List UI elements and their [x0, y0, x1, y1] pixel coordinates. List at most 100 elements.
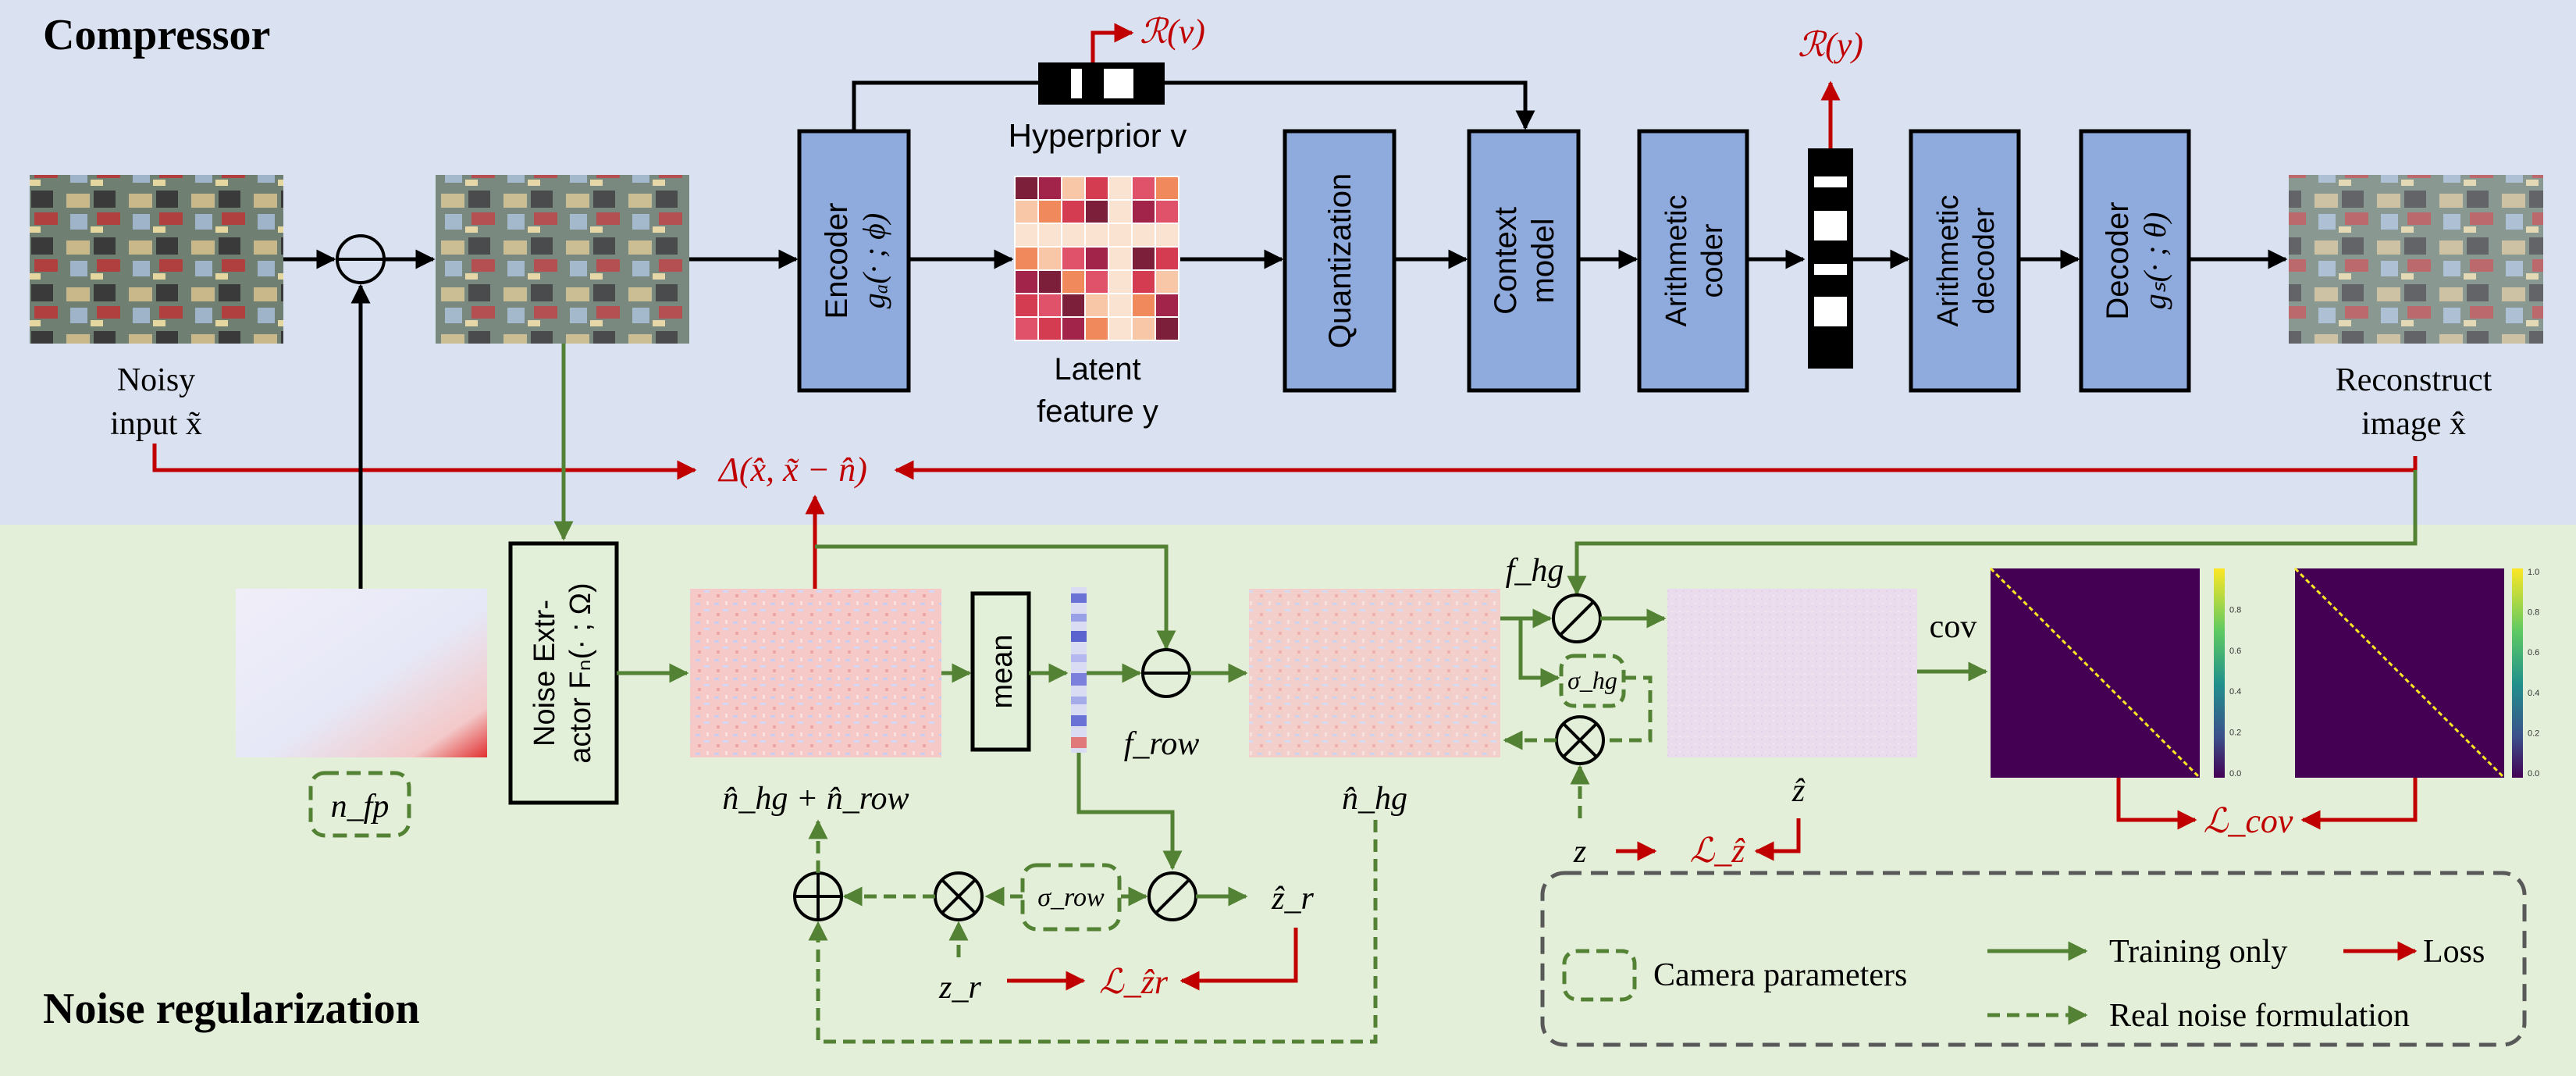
latent-cell	[1084, 246, 1109, 271]
reconstruct-label-2: image x̂	[2361, 406, 2466, 442]
latent-cell	[1084, 316, 1109, 341]
legend-loss: Loss	[2423, 934, 2485, 970]
noise-extractor-block	[508, 541, 619, 805]
latent-cell	[1061, 199, 1086, 224]
zhat-noise-map	[1667, 589, 1917, 757]
legend-camera-parameters: Camera parameters	[1653, 957, 1907, 993]
latent-cell	[1131, 269, 1156, 294]
colorbar-1	[2214, 568, 2225, 778]
add-node	[793, 871, 843, 921]
hyperprior-label: Hyperprior v	[1009, 117, 1187, 154]
arrow-rate-v	[1091, 23, 1134, 62]
latent-label-2: feature y	[1037, 394, 1158, 429]
arrow-hyperprior-to-context	[1165, 80, 1535, 130]
colorbar-1-ticks: 0.80.60.40.20.0	[2229, 605, 2241, 778]
arithmetic-decoder-label-1: Arithmetic	[1932, 195, 1965, 327]
context-model-block	[1467, 129, 1581, 393]
distortion-label: Δ(x̂, x̃ − n̂)	[717, 451, 867, 489]
latent-cell	[1155, 316, 1179, 341]
loss-zr-label: ℒ_ẑr	[1099, 963, 1169, 1001]
latent-cell	[1037, 176, 1062, 201]
loss-cov-label: ℒ_cov	[2204, 802, 2293, 840]
camera-param-sigma-hg	[1559, 654, 1626, 708]
latent-cell	[1108, 223, 1133, 248]
latent-cell	[1014, 199, 1039, 224]
arrow-rowvec-to-rowdivide	[1076, 753, 1183, 871]
z-hat-label: ẑ	[1791, 773, 1806, 809]
latent-cell	[1155, 269, 1179, 294]
latent-cell	[1014, 223, 1039, 248]
extracted-noise-map	[690, 589, 941, 757]
covariance-matrix-estimated	[1989, 567, 2201, 779]
camera-param-sigma-row	[1020, 863, 1122, 932]
arrow-nhg-to-sigma	[1518, 618, 1560, 688]
arithmetic-coder-label-2: coder	[1696, 223, 1729, 298]
noisy-input-image	[30, 175, 283, 344]
latent-cell	[1084, 269, 1109, 294]
arithmetic-coder-label-1: Arithmetic	[1660, 195, 1693, 327]
latent-cell	[1037, 199, 1062, 224]
latent-cell	[1061, 293, 1086, 318]
latent-cell	[1155, 176, 1179, 201]
latent-cell	[1014, 293, 1039, 318]
legend-real-noise: Real noise formulation	[2109, 998, 2410, 1034]
arithmetic-decoder-label-2: decoder	[1968, 207, 2001, 315]
sigma-hg-label: σ_hg	[1567, 666, 1617, 694]
latent-cell	[1108, 176, 1133, 201]
arrow-zhat-to-loss	[1754, 818, 1801, 861]
rate-y-label: ℛ(y)	[1798, 26, 1863, 64]
denoised-image	[436, 175, 689, 344]
fixed-pattern-noise-map	[236, 589, 487, 757]
decoder-label-1: Decoder	[2101, 201, 2135, 319]
latent-cell	[1037, 269, 1062, 294]
latent-cell	[1061, 223, 1086, 248]
z-r-hat-label: ẑ_r	[1271, 881, 1314, 917]
latent-feature-grid	[1014, 176, 1179, 341]
latent-cell	[1108, 316, 1133, 341]
latent-bitstream	[1808, 148, 1853, 369]
latent-cell	[1131, 316, 1156, 341]
colorbar-2	[2512, 568, 2523, 778]
latent-cell	[1155, 223, 1179, 248]
arrow-input-to-distortion	[152, 444, 697, 480]
arithmetic-coder-block	[1637, 129, 1749, 393]
latent-cell	[1084, 176, 1109, 201]
colorbar-tick: 0.4	[2528, 689, 2539, 698]
decoder-block	[2079, 129, 2191, 393]
extractor-label-1: Noise Extr-	[528, 600, 561, 746]
latent-cell	[1131, 176, 1156, 201]
latent-cell	[1131, 293, 1156, 318]
sigma-row-label: σ_row	[1037, 883, 1105, 912]
z-label: z	[1573, 834, 1586, 870]
latent-cell	[1061, 269, 1086, 294]
colorbar-tick: 0.6	[2229, 647, 2241, 656]
latent-cell	[1037, 293, 1062, 318]
nhg-label: n̂_hg	[1342, 781, 1407, 817]
latent-cell	[1037, 316, 1062, 341]
colorbar-tick: 0.8	[2528, 608, 2539, 618]
latent-cell	[1108, 246, 1133, 271]
f-row-label: f_row	[1124, 726, 1199, 762]
quantization-block	[1283, 129, 1397, 393]
encoder-label-1: Encoder	[820, 203, 854, 319]
latent-cell	[1084, 223, 1109, 248]
latent-cell	[1014, 176, 1039, 201]
encoder-block	[797, 129, 911, 393]
mean-label: mean	[986, 634, 1019, 708]
latent-cell	[1155, 293, 1179, 318]
latent-cell	[1084, 199, 1109, 224]
compressor-title: Compressor	[43, 11, 270, 59]
hyperprior-bitstream	[1038, 62, 1165, 105]
legend-camera-swatch	[1562, 949, 1637, 1002]
latent-cell	[1108, 293, 1133, 318]
latent-cell	[1131, 199, 1156, 224]
colorbar-tick: 0.2	[2528, 729, 2539, 738]
latent-cell	[1037, 223, 1062, 248]
covariance-matrix-identity	[2293, 567, 2506, 779]
n-fp-label: n_fp	[331, 789, 390, 825]
latent-cell	[1108, 269, 1133, 294]
colorbar-tick: 0.4	[2229, 687, 2241, 697]
noise-regularization-title: Noise regularization	[43, 985, 420, 1033]
